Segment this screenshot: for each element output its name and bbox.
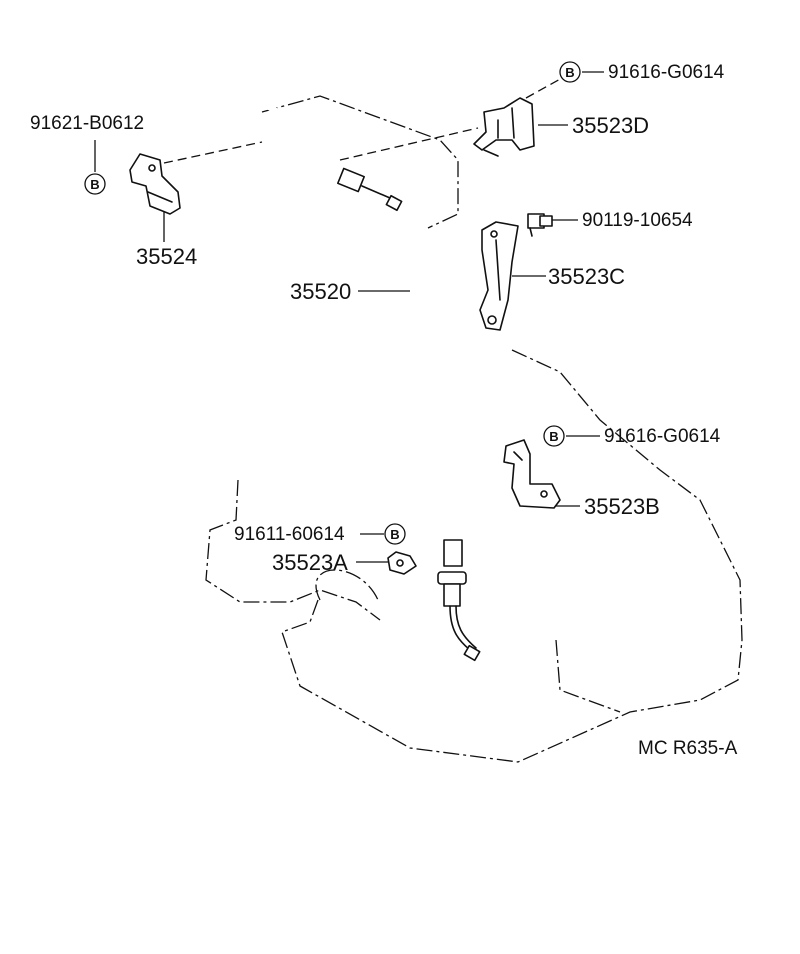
label-91621-B0612: 91621-B0612 — [30, 113, 144, 134]
label-91616-G0614-mid: 91616-G0614 — [604, 426, 721, 447]
bolt-marker-left: B — [84, 173, 106, 195]
bracket-35523A — [387, 551, 417, 575]
label-35523D: 35523D — [572, 113, 649, 138]
bracket-35524 — [129, 153, 181, 215]
bolt-90119 — [527, 213, 553, 237]
label-35524: 35524 — [136, 244, 197, 269]
svg-text:B: B — [90, 177, 99, 192]
transmission-lower-outline — [555, 639, 621, 713]
svg-text:B: B — [549, 429, 558, 444]
bracket-35523C — [479, 221, 519, 331]
bolt-marker-mid: B — [543, 425, 565, 447]
engine-cover-outline — [261, 95, 459, 229]
bracket-35523B — [503, 439, 561, 509]
throttle-cable — [252, 102, 502, 662]
transmission-case-outline — [281, 349, 743, 763]
label-35520: 35520 — [290, 279, 351, 304]
label-35523B: 35523B — [584, 494, 660, 519]
transmission-left-outline — [205, 479, 381, 621]
housing-bulge-outline — [315, 569, 379, 601]
label-90119-10654: 90119-10654 — [582, 210, 693, 231]
label-91611-60614: 91611-60614 — [234, 524, 345, 545]
leader-35524 — [163, 141, 263, 164]
bolt-marker-top: B — [559, 61, 581, 83]
bolt-marker-lower: B — [384, 523, 406, 545]
diagram-code: MC R635-A — [638, 738, 738, 759]
bracket-35523D — [473, 97, 535, 157]
label-91616-G0614-top: 91616-G0614 — [608, 62, 725, 83]
leader-35523D — [339, 127, 479, 161]
leader-91616-top — [525, 77, 563, 99]
svg-text:B: B — [565, 65, 574, 80]
label-35523C: 35523C — [548, 264, 625, 289]
label-35523A: 35523A — [272, 550, 348, 575]
svg-text:B: B — [390, 527, 399, 542]
